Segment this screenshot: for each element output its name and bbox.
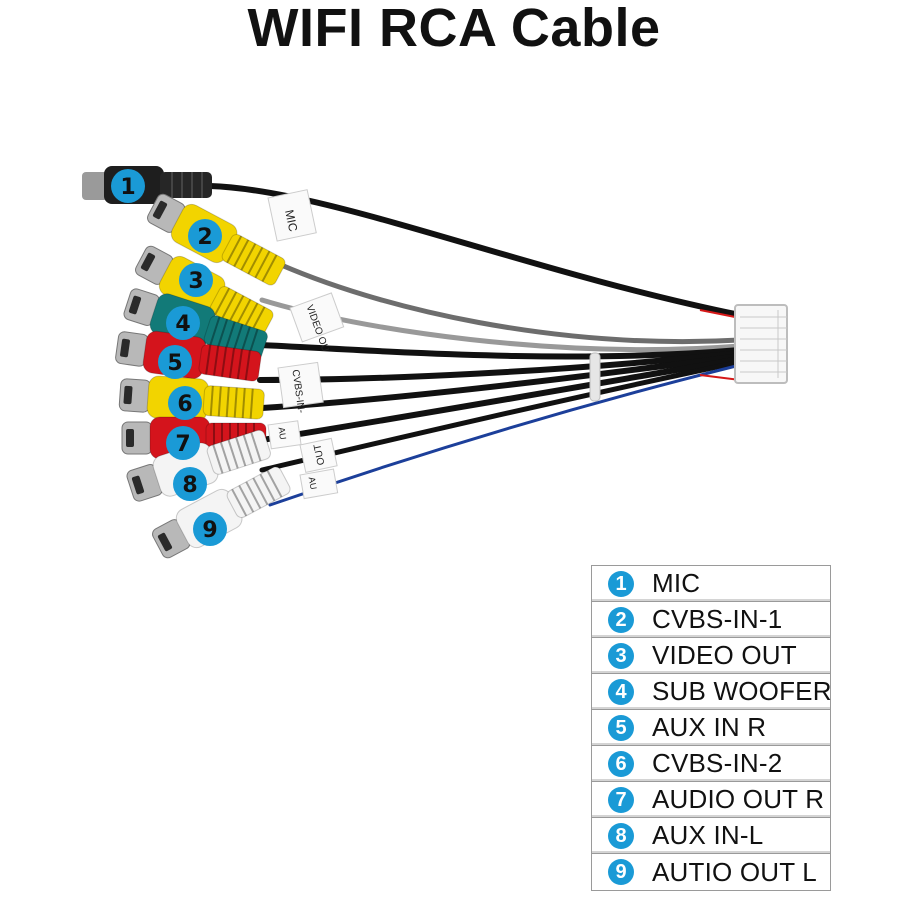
cable-tags: MIC VIDEO OU CVBS-IN- AU OUT AU [267, 189, 345, 500]
legend-label: CVBS-IN-2 [652, 748, 783, 778]
legend-number-badge: 6 [608, 750, 634, 777]
legend-number-badge: 1 [608, 570, 634, 597]
badge-number: 1 [120, 175, 135, 200]
legend-row: 5 AUX IN R [592, 710, 830, 746]
legend-row: 6 CVBS-IN-2 [592, 746, 830, 782]
connector-badge-3: 3 [179, 263, 213, 297]
cable-tag-text: AU [307, 476, 319, 490]
cable-7 [259, 356, 743, 443]
legend-label: MIC [652, 568, 701, 598]
multi-pin-plug [699, 304, 788, 384]
cable-tag-text: OUT [312, 443, 327, 466]
badge-number: 9 [202, 518, 217, 543]
legend-row: 8 AUX IN-L [592, 818, 830, 854]
legend-label: AUX IN R [652, 712, 767, 742]
badge-number: 8 [182, 473, 197, 498]
connector-badge-2: 2 [188, 219, 222, 253]
cable-photo: MIC VIDEO OU CVBS-IN- AU OUT AU [82, 166, 788, 559]
legend-label: VIDEO OUT [652, 640, 797, 670]
connector-badge-8: 8 [173, 467, 207, 501]
legend-number-badge: 4 [608, 678, 634, 705]
legend-label: AUDIO OUT R [652, 784, 825, 814]
connector-badge-6: 6 [168, 386, 202, 420]
legend-row: 4 SUB WOOFER [592, 674, 832, 710]
connector-1 [82, 166, 212, 204]
badge-number: 3 [188, 269, 203, 294]
cable-4 [257, 342, 743, 360]
cable-tag-text: MIC [282, 208, 300, 233]
legend-number-badge: 3 [608, 642, 634, 669]
rca-connector-5 [115, 330, 262, 382]
legend-label: AUTIO OUT L [652, 856, 817, 887]
connector-badges: 1 2 3 4 5 6 7 89 [111, 169, 227, 546]
rca-connectors [115, 193, 291, 559]
page-title: WIFI RCA Cable [247, 0, 661, 58]
cable-tag-text: AU [276, 426, 288, 440]
legend-row: 7 AUDIO OUT R [592, 782, 830, 818]
legend-label: SUB WOOFER [652, 676, 832, 706]
cable-mic [207, 183, 743, 318]
cable-6 [259, 353, 743, 411]
legend-number-badge: 7 [608, 786, 634, 813]
legend-number-badge: 5 [608, 714, 634, 741]
badge-number: 5 [167, 351, 182, 376]
connector-badge-1: 1 [111, 169, 145, 203]
zip-tie [589, 352, 601, 402]
legend-label: CVBS-IN-1 [652, 604, 783, 634]
badge-number: 4 [175, 312, 190, 337]
connector-badge-9: 9 [193, 512, 227, 546]
legend-row: 3 VIDEO OUT [592, 638, 830, 674]
connector-badge-7: 7 [166, 426, 200, 460]
legend-label: AUX IN-L [652, 820, 764, 850]
legend-number-badge: 2 [608, 606, 634, 633]
badge-number: 2 [197, 225, 212, 250]
legend-row: 9 AUTIO OUT L [592, 854, 830, 890]
legend-number-badge: 9 [608, 859, 634, 885]
badge-number: 6 [177, 392, 192, 417]
legend-number-badge: 8 [608, 822, 634, 849]
rca-connector-2 [147, 193, 286, 286]
connector-badge-4: 4 [166, 306, 200, 340]
badge-number: 7 [175, 432, 190, 457]
connector-badge-5: 5 [158, 345, 192, 379]
cable-2 [267, 257, 743, 345]
legend-row: 2 CVBS-IN-1 [592, 602, 830, 638]
legend-row: 1 MIC [592, 566, 830, 602]
